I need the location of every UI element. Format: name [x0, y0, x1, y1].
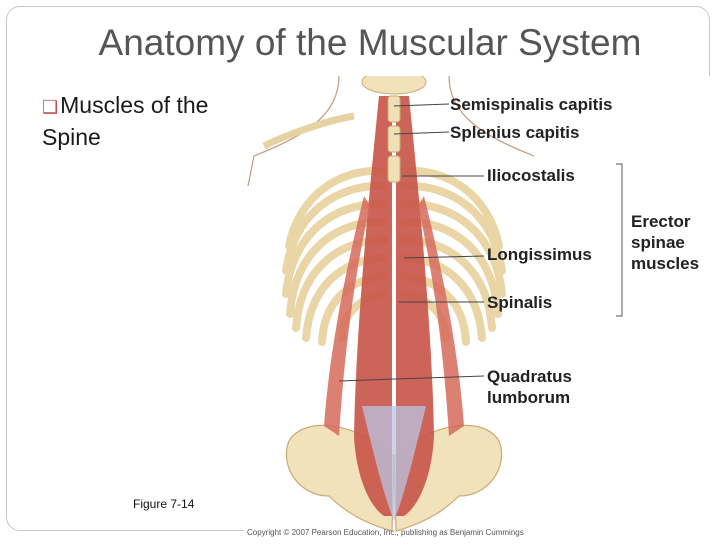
- lumbar-fascia: [362, 406, 426, 521]
- label-longissimus: Longissimus: [487, 245, 592, 264]
- clavicle: [262, 112, 355, 150]
- slide-title: Anatomy of the Muscular System: [98, 22, 642, 63]
- anatomy-illustration: Semispinalis capitis Splenius capitis Il…: [247, 69, 699, 532]
- bullet-text-line2: Spine: [42, 124, 101, 150]
- anatomy-figure: Semispinalis capitis Splenius capitis Il…: [244, 69, 720, 540]
- bullet-text-line1: Muscles of the: [60, 92, 209, 118]
- vertebral-column: [387, 95, 401, 183]
- bullet-item: ❑Muscles of the Spine: [42, 90, 242, 152]
- muscle-lateral-right: [418, 196, 464, 436]
- label-semispinalis-capitis: Semispinalis capitis: [450, 95, 613, 114]
- label-lumborum: lumborum: [487, 388, 570, 407]
- erector-bracket: [616, 163, 623, 317]
- label-erector: Erector: [631, 212, 691, 231]
- muscle-lateral-left: [324, 196, 370, 436]
- skull-base: [361, 69, 427, 95]
- label-quadratus: Quadratus: [487, 367, 572, 386]
- label-iliocostalis: Iliocostalis: [487, 166, 575, 185]
- figure-caption: Figure 7-14: [133, 497, 195, 511]
- copyright-notice: Copyright © 2007 Pearson Education, Inc.…: [247, 528, 524, 537]
- label-spinalis: Spinalis: [487, 293, 552, 312]
- bullet-icon: ❑: [42, 97, 59, 117]
- label-muscles: muscles: [631, 254, 699, 273]
- label-spinae: spinae: [631, 233, 685, 252]
- leader-lines: [338, 103, 485, 382]
- label-splenius-capitis: Splenius capitis: [450, 123, 579, 142]
